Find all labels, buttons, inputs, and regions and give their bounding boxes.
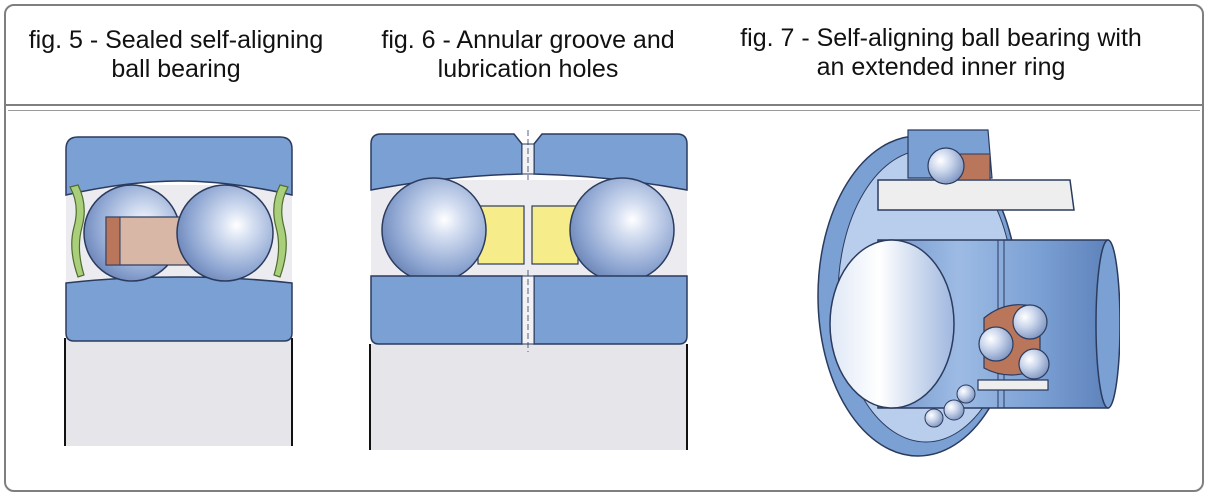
fig7-bottom-ball-1 — [943, 399, 965, 421]
fig5-outer-ring — [65, 136, 293, 196]
fig6-caption-line1: fig. 6 - Annular groove and — [381, 26, 675, 54]
fig5-right-seal — [273, 184, 289, 278]
fig6-outer-ring-right — [533, 133, 688, 191]
fig7-caption: fig. 7 - Self-aligning ball bearing with… — [728, 24, 1154, 82]
fig7-cutaway-top — [877, 179, 1075, 211]
fig6-inner-ring-left — [370, 275, 523, 345]
fig5-sealed-bearing-illustration — [64, 136, 293, 446]
header-divider — [4, 104, 1204, 106]
fig7-extended-inner-ring-illustration — [817, 129, 1120, 457]
fig5-inner-ring — [65, 276, 293, 342]
fig6-caption: fig. 6 - Annular groove and lubrication … — [370, 26, 686, 84]
fig7-lower-ball-2 — [978, 326, 1014, 362]
fig7-bore — [829, 239, 955, 409]
fig6-inner-ring-right — [533, 275, 688, 345]
fig7-lower-ball-3 — [1018, 348, 1050, 380]
fig5-right-ball — [176, 184, 274, 282]
fig6-caption-line2: lubrication holes — [437, 55, 619, 83]
fig7-lower-ball-1 — [1012, 304, 1048, 340]
fig6-bore — [370, 344, 688, 450]
fig5-caption-line2: ball bearing — [111, 55, 241, 83]
fig5-caption: fig. 5 - Sealed self-aligning ball beari… — [20, 26, 332, 84]
fig7-top-ball — [927, 147, 965, 185]
fig6-right-ball — [569, 177, 675, 283]
fig7-caption-line2: an extended inner ring — [816, 53, 1066, 81]
fig5-bore — [65, 338, 293, 446]
fig7-bottom-ball-2 — [924, 408, 944, 428]
fig7-caption-line1: fig. 7 - Self-aligning ball bearing with — [740, 24, 1142, 52]
fig5-left-seal — [69, 184, 85, 278]
fig6-left-ball — [381, 177, 487, 283]
header-divider-inner — [8, 110, 1200, 111]
fig5-caption-line1: fig. 5 - Sealed self-aligning — [28, 26, 324, 54]
fig6-groove-holes-illustration — [369, 130, 688, 450]
